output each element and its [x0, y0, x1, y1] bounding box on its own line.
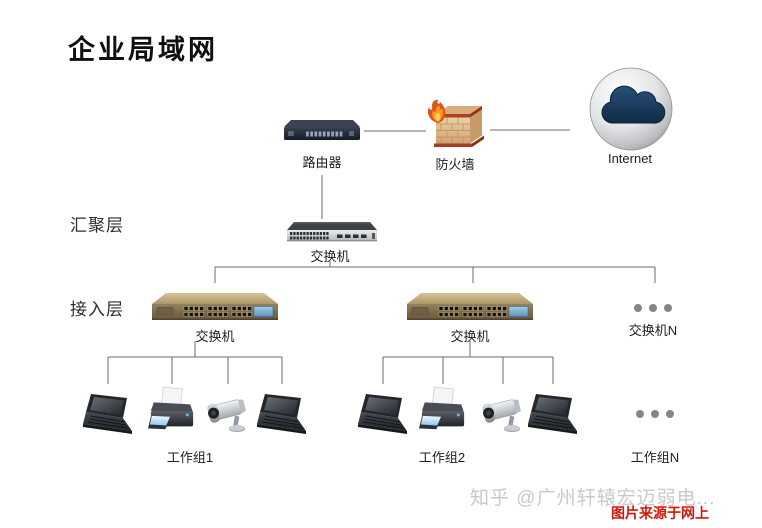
- camera-icon: [479, 393, 527, 435]
- firewall-icon: [428, 99, 484, 147]
- access-switch-2-icon: [405, 290, 535, 324]
- access-switch-2-label: 交换机: [450, 329, 490, 344]
- laptop-icon: [527, 393, 579, 439]
- access-switch-1-label: 交换机: [195, 329, 235, 344]
- laptop-icon: [357, 393, 409, 439]
- laptop-icon: [256, 393, 308, 439]
- access-layer-label: 接入层: [70, 300, 124, 319]
- laptop-icon: [82, 393, 134, 439]
- watermark-handle: 知乎 @广州轩辕宏迈弱电...: [470, 488, 716, 509]
- workgroup-1-label: 工作组1: [166, 450, 214, 465]
- printer-icon: [419, 386, 467, 438]
- printer-icon: [148, 386, 196, 438]
- camera-icon: [204, 393, 252, 435]
- core-switch-icon: [287, 222, 377, 242]
- page-title: 企业局域网: [68, 35, 218, 65]
- workgroup-n-ellipsis-icon: [635, 409, 675, 419]
- internet-cloud-icon: [589, 67, 673, 151]
- workgroup-n-label: 工作组N: [630, 450, 680, 465]
- access-switch-n-label: 交换机N: [628, 323, 678, 338]
- access-switch-1-icon: [150, 290, 280, 324]
- firewall-label: 防火墙: [435, 157, 475, 172]
- watermark-source-note: 图片来源于网上: [611, 505, 709, 521]
- workgroup-2-label: 工作组2: [418, 450, 466, 465]
- router-label: 路由器: [302, 155, 342, 170]
- router-icon: [284, 120, 360, 140]
- aggregation-layer-label: 汇聚层: [70, 216, 124, 235]
- internet-label: Internet: [607, 151, 653, 166]
- switch-n-ellipsis-icon: [633, 303, 673, 313]
- core-switch-label: 交换机: [310, 249, 350, 264]
